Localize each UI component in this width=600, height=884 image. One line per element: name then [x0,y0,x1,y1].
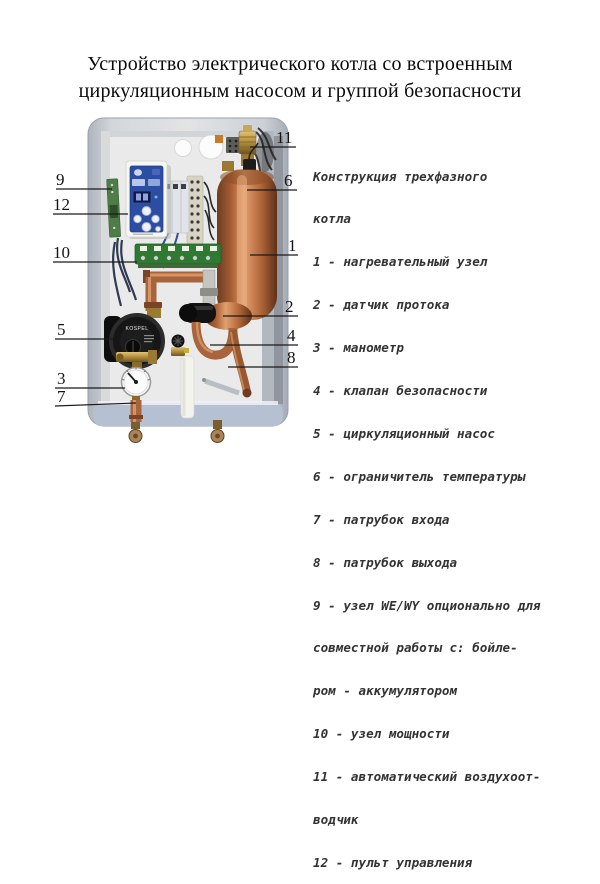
legend-item-line: 9 - узел WE/WY опционально для [313,597,541,613]
title-line-1: Устройство электрического котла со встро… [87,53,513,75]
panel-buttons [133,206,161,232]
title-line-2: циркуляционным насосом и группой безопас… [78,80,522,102]
legend-item-line: 4 - клапан безопасности [313,383,488,399]
vent-grille [226,137,240,153]
legend-item-line: 5 - циркуляционный насос [313,425,495,441]
bottom-fittings [128,420,225,443]
legend-heading-line: Конструкция трехфазного [313,168,488,184]
callout-number-4: 4 [287,326,296,345]
page-title: Устройство электрического котла со встро… [0,51,600,105]
legend-item-line: 10 - узел мощности [313,726,450,742]
legend-item-line: 8 - патрубок выхода [313,554,458,570]
page: { "title": { "line1": "Устройство электр… [0,51,600,870]
legend-item-line: совместной работы с: бойле- [313,640,518,656]
legend-item-line: 1 - нагревательный узел [313,254,488,270]
callout-number-2: 2 [285,297,294,316]
boiler-photo: KOSPEL [53,117,298,443]
callout-lines [53,146,298,407]
callout-number-9: 9 [56,170,65,189]
legend-item-line: 11 - автоматический воздухоот- [313,769,541,785]
legend-item-line: 3 - манометр [313,340,404,356]
pump-brand-label: KOSPEL [125,326,148,332]
legend-item-line: ром - аккумулятором [313,683,458,699]
legend-heading-line: котла [313,211,351,227]
terminal-strip [186,175,204,245]
drain-pipe [202,378,240,396]
safety-valve [171,334,189,356]
legend-item-line: 2 - датчик протока [313,297,450,313]
copper-manifold [143,269,218,311]
callout-number-10: 10 [53,243,70,262]
legend-item-line: 7 - патрубок входа [313,511,450,527]
legend-item-line: 6 - ограничитель температуры [313,468,526,484]
orange-label [215,135,223,143]
callout-number-11: 11 [276,128,293,147]
parts-legend: Конструкция трехфазного котла 1 - нагрев… [313,141,593,884]
wiring-left [112,237,138,307]
white-tube [180,355,195,419]
callout-number-8: 8 [287,348,296,367]
legend-item-line: 12 - пульт управления [313,854,473,870]
inlet-pipe [129,400,143,422]
flow-sensor [179,303,216,323]
control-panel [125,160,171,239]
callout-number-1: 1 [288,236,297,255]
we-wy-module [106,178,121,238]
panel-logo-icon [134,169,142,176]
callout-number-3: 3 [57,369,66,388]
outlet-pipe [229,329,252,398]
callout-number-6: 6 [284,171,293,190]
pressure-gauge [120,362,152,401]
top-holes [174,134,224,160]
callout-number-7: 7 [57,387,66,406]
panel-display [132,190,152,204]
legend-item-line: водчик [313,811,359,827]
callout-number-5: 5 [57,320,66,339]
wiring-right [203,181,217,241]
power-terminal-block [134,243,222,268]
callout-number-12: 12 [53,195,70,214]
